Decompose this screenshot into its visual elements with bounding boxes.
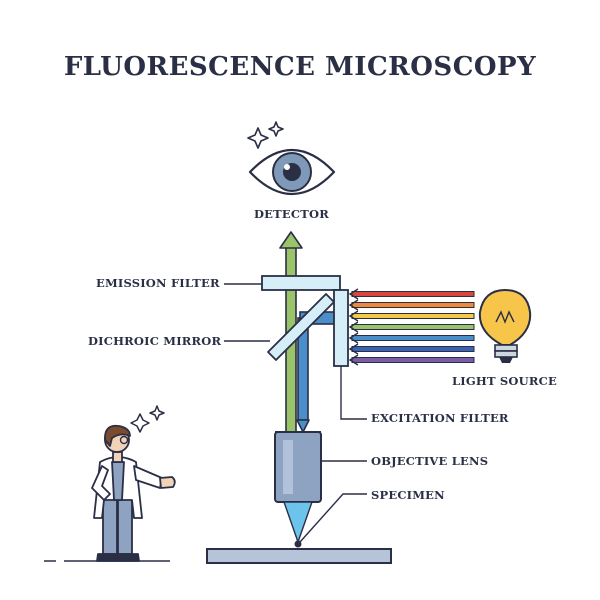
objective-lens-label: OBJECTIVE LENS: [371, 454, 489, 468]
excitation-filter: [333, 289, 349, 367]
light-ray: [351, 357, 475, 363]
light-ray: [351, 324, 475, 330]
light-ray: [351, 335, 475, 341]
specimen-label: SPECIMEN: [371, 488, 445, 502]
light-ray-arrowhead: [348, 332, 359, 344]
specimen-dot: [294, 540, 302, 548]
light-ray: [351, 302, 475, 308]
light-ray-arrowhead: [348, 354, 359, 366]
leader-lines: [224, 283, 367, 543]
light-source-label: LIGHT SOURCE: [452, 374, 557, 388]
light-ray: [351, 313, 475, 319]
light-bulb-icon: [478, 289, 532, 363]
sparkle-icon: [247, 121, 284, 149]
light-ray-arrowhead: [348, 343, 359, 355]
detector-label: DETECTOR: [254, 207, 329, 221]
light-ray: [351, 291, 475, 297]
dichroic-mirror-label: DICHROIC MIRROR: [88, 334, 222, 348]
light-ray-arrowhead: [348, 299, 359, 311]
excitation-filter-label: EXCITATION FILTER: [371, 411, 509, 425]
emission-filter-label: EMISSION FILTER: [96, 276, 220, 290]
light-rays: [348, 288, 475, 366]
objective-lens: [274, 431, 322, 503]
light-ray-arrowhead: [348, 310, 359, 322]
page-title: FLUORESCENCE MICROSCOPY: [63, 52, 537, 82]
specimen-light-cone: [283, 501, 313, 543]
scientist-figure: [91, 424, 176, 562]
light-ray-arrowhead: [348, 288, 359, 300]
light-ray-arrowhead: [348, 321, 359, 333]
light-ray: [351, 346, 475, 352]
eye-icon: [248, 149, 336, 195]
microscope-stage: [206, 548, 392, 564]
sparkle-icon: [130, 405, 165, 433]
emission-filter: [261, 275, 341, 291]
